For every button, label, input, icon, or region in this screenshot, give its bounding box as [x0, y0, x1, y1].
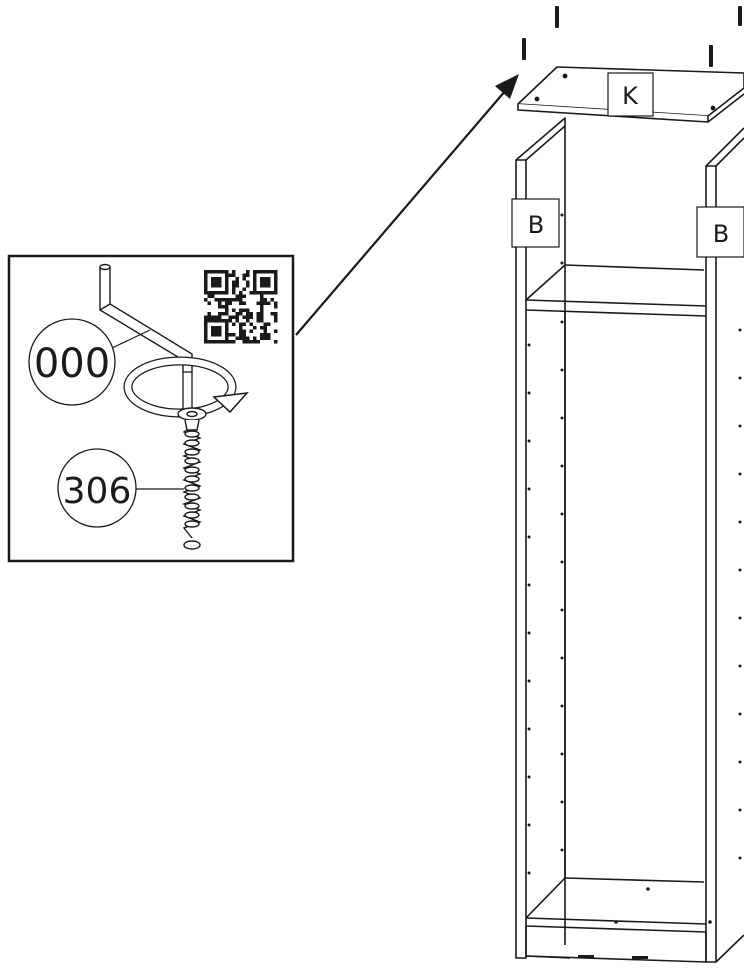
side-panel-left-label: B: [528, 211, 544, 239]
dowel-pins: [522, 6, 742, 67]
top-panel-label: K: [622, 82, 639, 110]
label-k: K: [607, 72, 654, 117]
shelf-pin-holes: [527, 213, 742, 875]
label-b-right: B: [696, 206, 744, 258]
side-panel-right-label: B: [713, 220, 729, 248]
tool-part-number: 000: [34, 341, 110, 387]
dowel-icon: [183, 540, 201, 550]
pointer-arrow: [295, 74, 519, 336]
callout-306: 306: [57, 448, 184, 528]
cabinet-carcass: [515, 117, 744, 963]
screw-icon: [177, 407, 207, 539]
screw-part-number: 306: [63, 471, 132, 512]
feet-marks: [578, 887, 712, 959]
detail-inset: 000 306: [7, 254, 295, 563]
callout-000: 000: [28, 318, 151, 406]
label-b-left: B: [511, 198, 560, 248]
qr-code-icon: [204, 270, 278, 344]
